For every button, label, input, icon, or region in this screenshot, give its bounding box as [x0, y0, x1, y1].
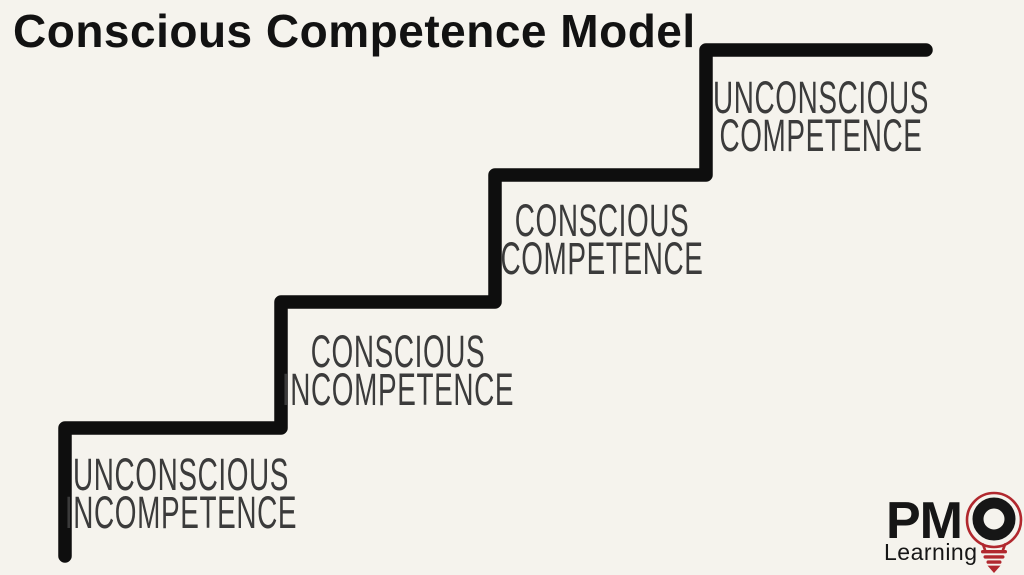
step-label-line: COMPETENCE [500, 232, 704, 284]
step-label-line: UNCONSCIOUS [72, 449, 290, 500]
lightbulb-icon [965, 491, 1023, 552]
staircase-line [58, 43, 933, 563]
step-label-conscious-incompetence: CONSCIOUS INCOMPETENCE [274, 326, 522, 415]
step-label-line: INCOMPETENCE [64, 486, 298, 538]
step-label-unconscious-competence: UNCONSCIOUS COMPETENCE [697, 72, 945, 161]
letter-o-ring [972, 497, 1016, 541]
step-label-conscious-competence: CONSCIOUS COMPETENCE [478, 195, 726, 284]
step-label-line: CONSCIOUS [310, 326, 486, 377]
step-label-unconscious-incompetence: UNCONSCIOUS INCOMPETENCE [57, 449, 305, 538]
step-label-line: COMPETENCE [719, 109, 923, 161]
logo-subtitle-text: Learning [884, 539, 978, 565]
page-title: Conscious Competence Model [13, 5, 696, 57]
step-label-line: CONSCIOUS [514, 195, 690, 246]
step-label-line: INCOMPETENCE [281, 363, 515, 415]
logo-brand-text: PM [886, 492, 962, 550]
lightbulb-base [981, 550, 1007, 573]
step-label-line: UNCONSCIOUS [712, 72, 930, 123]
pmo-learning-logo: PM Learning [884, 491, 1023, 573]
